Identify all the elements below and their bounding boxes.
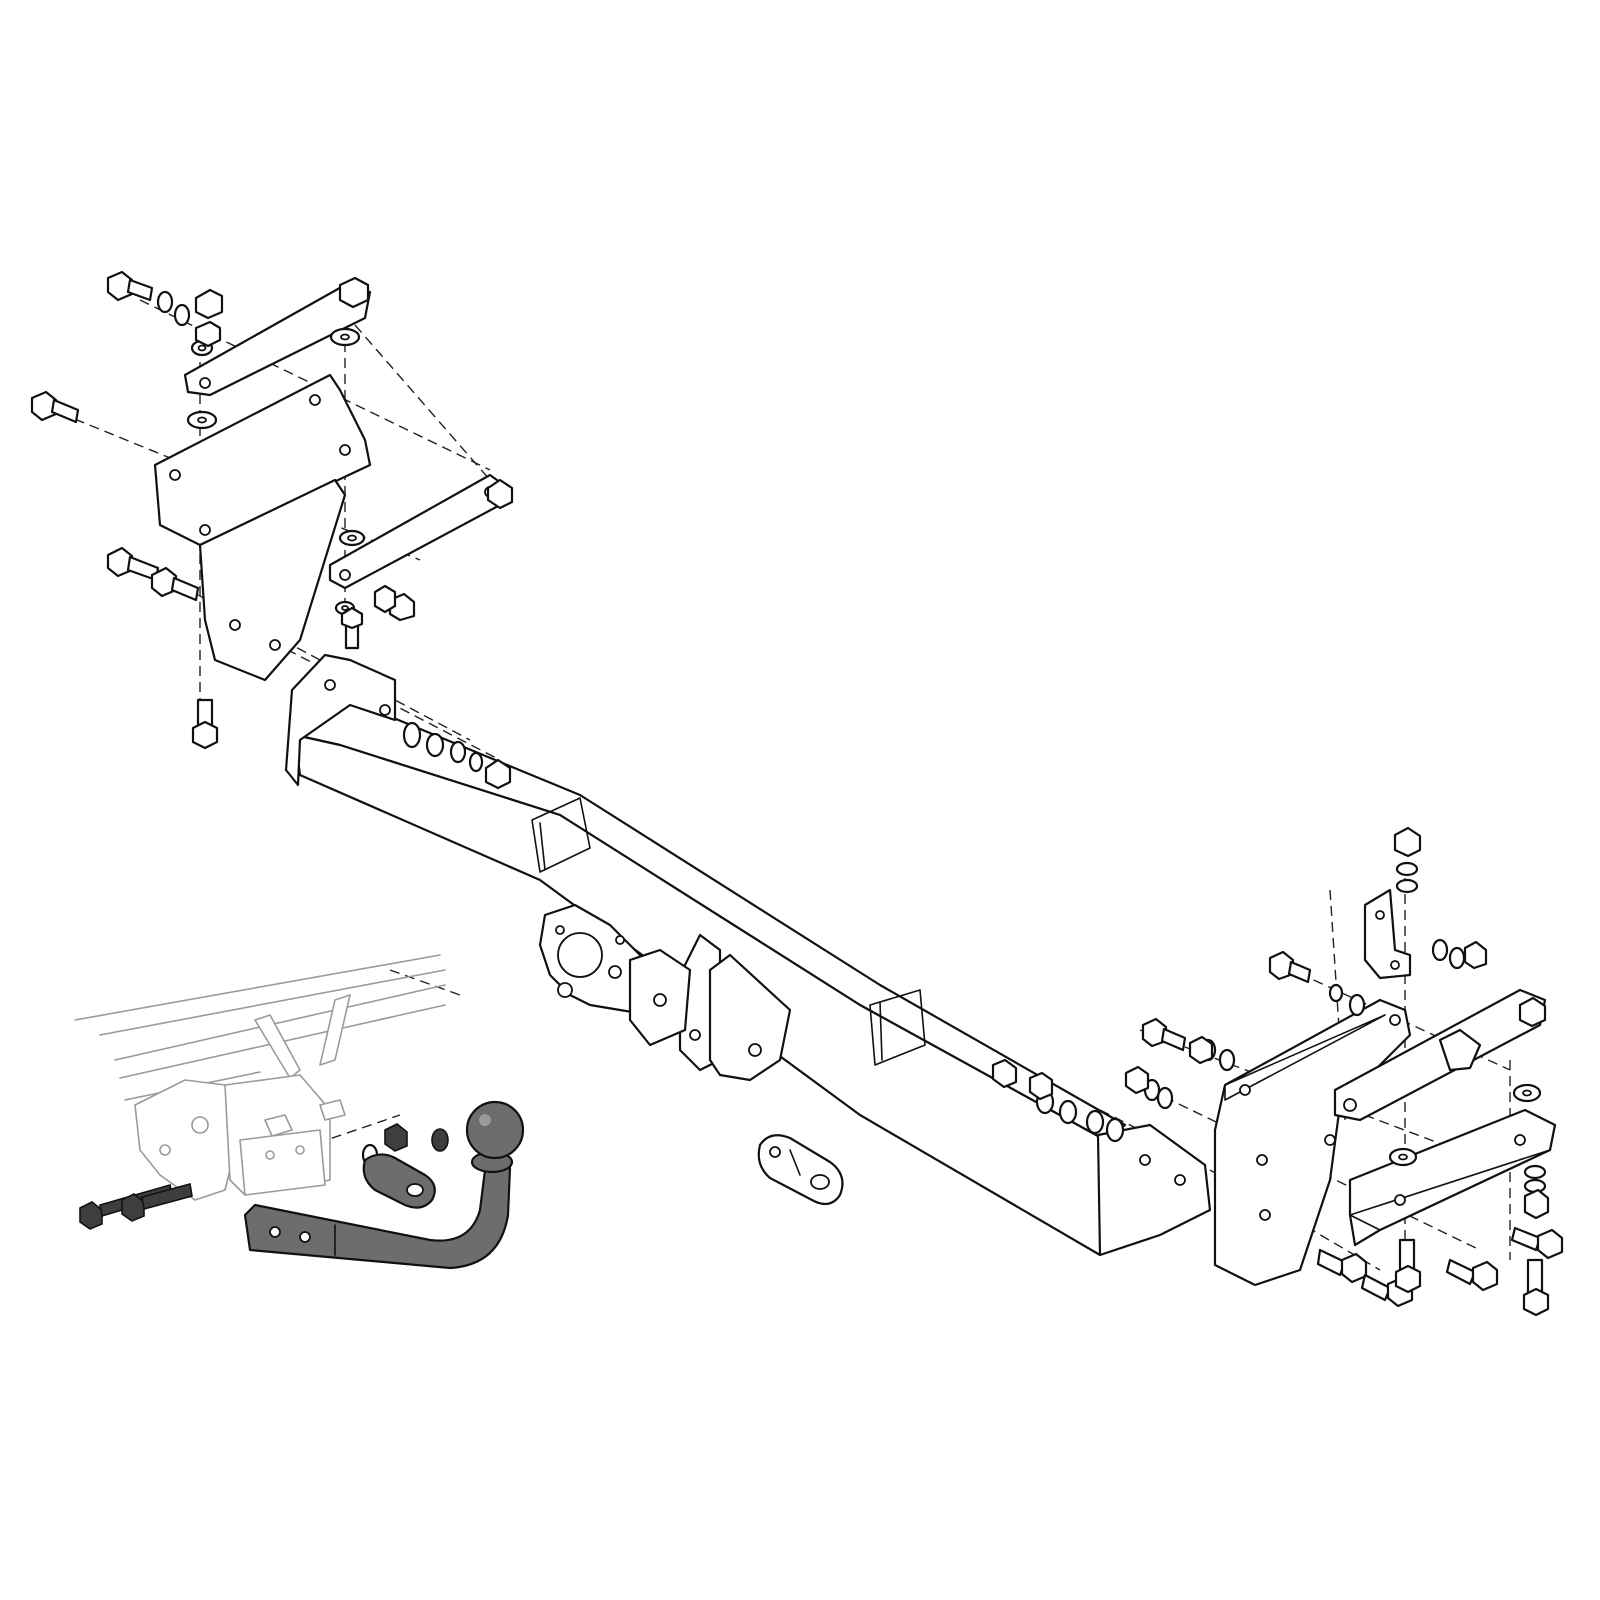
washer-icon (468, 751, 484, 773)
washer-icon (1395, 861, 1419, 877)
washer-icon (156, 290, 174, 314)
washer-icon (1218, 1048, 1236, 1072)
bolt-icon (1394, 1238, 1422, 1294)
washer-icon (1058, 1099, 1078, 1125)
washer-icon (1523, 1164, 1547, 1180)
bolt-icon (106, 546, 160, 582)
tow-ball (465, 1100, 525, 1160)
washer-icon (1395, 878, 1419, 894)
nut-icon (1463, 940, 1488, 970)
washer-icon (402, 721, 422, 749)
washer-icon (1328, 983, 1344, 1003)
nut-icon (194, 320, 222, 348)
right-mounting-bracket (1213, 998, 1412, 1287)
bolt-icon (340, 606, 364, 650)
nut-icon (1393, 826, 1422, 858)
right-upper-strap (1333, 988, 1547, 1122)
nut-icon (1523, 1188, 1550, 1220)
fitted-view-inset (74, 954, 449, 1230)
washer-icon (425, 732, 445, 758)
main-crossbar (284, 653, 1212, 1257)
right-lower-strap (1348, 1108, 1557, 1247)
washer-icon (1348, 993, 1366, 1017)
bolt-icon (106, 270, 154, 302)
washers (156, 290, 1547, 1194)
bolt-icon (1522, 1258, 1550, 1317)
left-mounting-bracket (153, 373, 372, 682)
washer-icon (1085, 1109, 1105, 1135)
bolt-icon (1268, 950, 1312, 984)
nut-icon (1518, 996, 1547, 1028)
bolt-icon (191, 698, 219, 750)
right-angle-bracket (1363, 888, 1412, 980)
bolt-icon (150, 566, 200, 602)
washer-icon (1448, 946, 1466, 970)
ball-mount-flanges (538, 903, 792, 1082)
nut-icon (1124, 1065, 1150, 1095)
nut-icon (338, 276, 370, 309)
tow-ball-neck (243, 1100, 525, 1270)
nut-icon (991, 1058, 1018, 1089)
bolt-icon (1141, 1017, 1187, 1052)
nut-icon (194, 288, 224, 320)
bolt-icon (1445, 1258, 1499, 1292)
washer-icon (173, 303, 191, 327)
nut-icon (486, 478, 514, 510)
bolt-icon (30, 390, 80, 424)
nuts (194, 276, 1550, 1220)
bolts (30, 270, 1564, 1317)
nut-icon (1188, 1035, 1214, 1065)
washer-icon (1156, 1086, 1174, 1110)
safety-chain-eye (757, 1134, 844, 1206)
nut-icon (373, 584, 397, 614)
nut-icon (1028, 1071, 1054, 1101)
washer-icon (449, 740, 467, 764)
bolt-icon (1316, 1248, 1368, 1284)
washer-icon (1105, 1117, 1125, 1143)
bolt-icon (1510, 1226, 1564, 1260)
washer-icon (1431, 938, 1449, 962)
nut-icon (484, 758, 512, 790)
